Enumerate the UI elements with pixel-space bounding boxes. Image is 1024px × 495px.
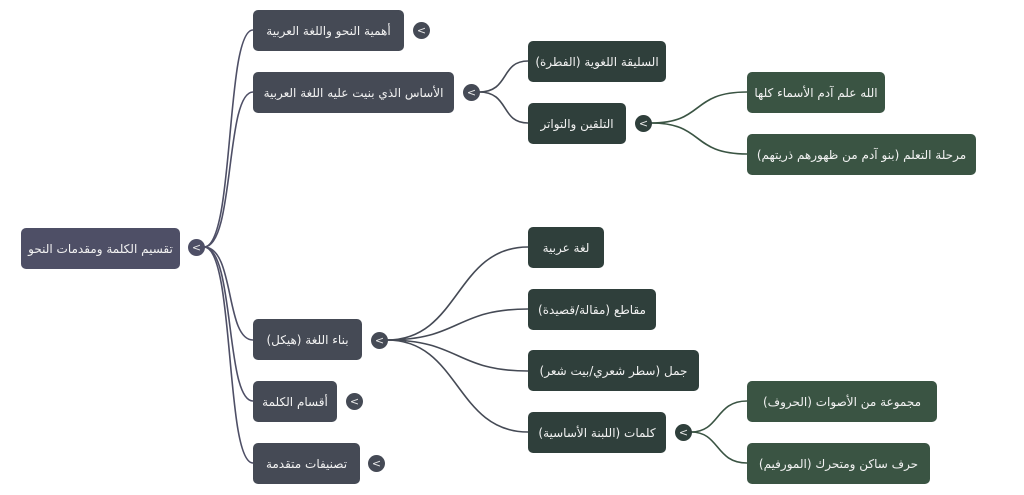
importance-expand-toggle-icon[interactable]: < [413,22,430,39]
node-transmission[interactable]: التلقين والتواتر [528,103,626,144]
node-words[interactable]: كلمات (اللبنة الأساسية) [528,412,666,453]
link-words-sounds [690,400,748,433]
link-structure-words [386,339,529,433]
link-root-importance [203,29,254,248]
link-transmission-adam [650,91,748,124]
foundation-collapse-toggle-icon[interactable]: < [463,84,480,101]
node-sounds[interactable]: مجموعة من الأصوات (الحروف) [747,381,937,422]
link-structure-passages [386,308,529,341]
link-foundation-transmission [478,91,529,124]
node-adam-names[interactable]: الله علم آدم الأسماء كلها [747,72,885,113]
node-passages[interactable]: مقاطع (مقالة/قصيدة) [528,289,656,330]
link-root-structure [203,246,254,341]
link-root-foundation [203,91,254,248]
link-structure-arabic [386,246,529,341]
root-collapse-toggle-icon[interactable]: < [188,239,205,256]
link-root-advanced [203,246,254,464]
structure-collapse-toggle-icon[interactable]: < [371,332,388,349]
word-types-expand-toggle-icon[interactable]: < [346,393,363,410]
node-foundation[interactable]: الأساس الذي بنيت عليه اللغة العربية [253,72,454,113]
node-word-types[interactable]: أقسام الكلمة [253,381,337,422]
node-sentences[interactable]: جمل (سطر شعري/بيت شعر) [528,350,699,391]
node-morpheme[interactable]: حرف ساكن ومتحرك (المورفيم) [747,443,930,484]
root-node[interactable]: تقسيم الكلمة ومقدمات النحو [21,228,180,269]
node-learning-stage[interactable]: مرحلة التعلم (بنو آدم من ظهورهم ذريتهم) [747,134,976,175]
link-root-word-types [203,246,254,402]
node-arabic-language[interactable]: لغة عربية [528,227,604,268]
node-importance[interactable]: أهمية النحو واللغة العربية [253,10,404,51]
link-transmission-learning [650,122,748,155]
link-structure-sentences [386,339,529,372]
link-foundation-instinct [478,60,529,93]
link-words-morpheme [690,431,748,464]
node-advanced[interactable]: تصنيفات متقدمة [253,443,360,484]
node-linguistic-instinct[interactable]: السليقة اللغوية (الفطرة) [528,41,666,82]
advanced-expand-toggle-icon[interactable]: < [368,455,385,472]
words-collapse-toggle-icon[interactable]: < [675,424,692,441]
node-structure[interactable]: بناء اللغة (هيكل) [253,319,362,360]
transmission-collapse-toggle-icon[interactable]: < [635,115,652,132]
